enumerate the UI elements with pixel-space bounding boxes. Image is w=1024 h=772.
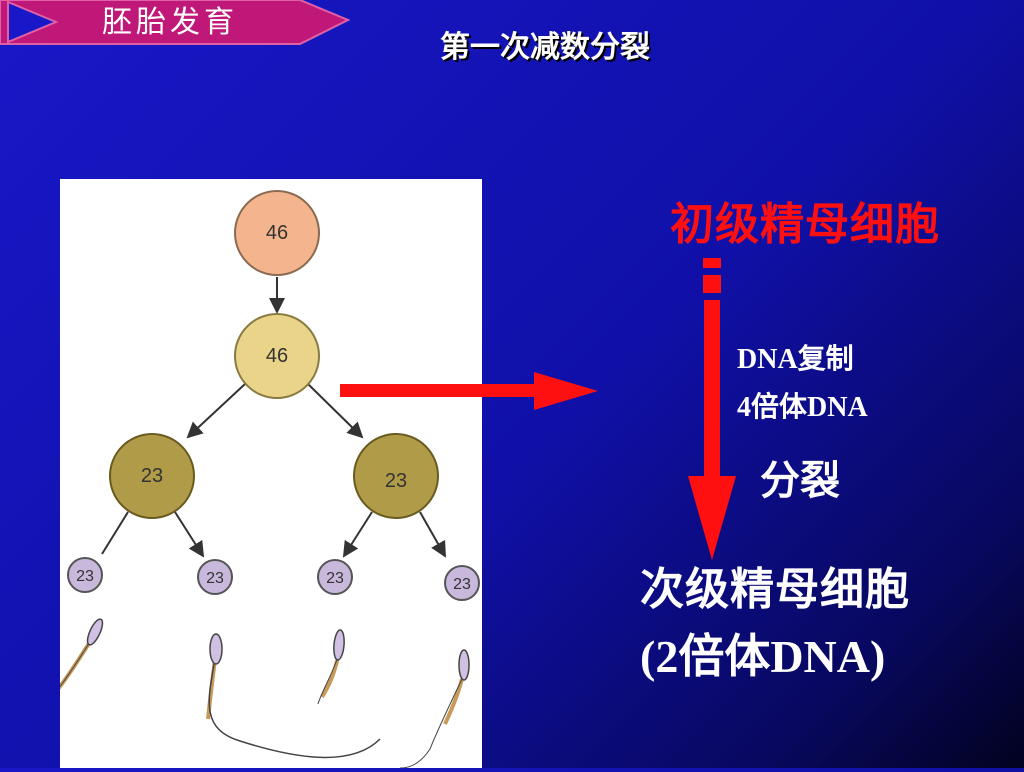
diagram-panel: 46 46 23 23 23 23 23 23: [56, 179, 482, 769]
cell-label: 46: [266, 222, 288, 244]
sperm-cell-1: [56, 618, 104, 691]
cell-spermatid: [67, 557, 103, 593]
tetraploid-dna-note: 4倍体DNA: [737, 392, 868, 423]
vertical-red-arrow: [688, 258, 736, 560]
cell-label: 23: [76, 568, 94, 585]
arrow-line: [186, 383, 246, 439]
cell-spermatid: [317, 559, 353, 595]
banner-text: 胚胎发育: [102, 5, 238, 40]
cell-label: 46: [266, 345, 288, 367]
cell-spermatid: [444, 565, 480, 601]
diploid-dna-note: (2倍体DNA): [640, 631, 886, 682]
arrow-line: [101, 511, 129, 555]
cell-label: 23: [453, 576, 471, 593]
cell-spermatid: [197, 559, 233, 595]
cell-label: 23: [385, 470, 407, 492]
sperm-cell-4: [399, 649, 470, 769]
cell-label: 23: [206, 570, 224, 587]
secondary-spermatocyte-label: 次级精母细胞: [640, 564, 910, 615]
dna-replication-note: DNA复制: [737, 344, 854, 375]
cell-secondary-spermatocyte: [353, 433, 439, 519]
sperm-cell-2: [206, 633, 381, 759]
spermatogenesis-diagram: 46 46 23 23 23 23 23 23: [56, 190, 480, 769]
cell-primary-spermatocyte: [234, 313, 320, 399]
sperm-cell-3: [317, 629, 345, 705]
cell-secondary-spermatocyte: [109, 433, 195, 519]
arrow-line: [174, 511, 205, 558]
arrow-line: [419, 511, 446, 558]
slide-title: 第一次减数分裂: [440, 30, 650, 65]
header-banner: [0, 0, 350, 45]
cell-spermatogonium: [234, 190, 320, 276]
cell-label: 23: [326, 570, 344, 587]
arrow-line: [307, 383, 364, 439]
cell-label: 23: [141, 465, 163, 487]
primary-spermatocyte-label: 初级精母细胞: [670, 199, 940, 250]
arrow-line: [342, 511, 373, 558]
division-note: 分裂: [760, 458, 840, 504]
